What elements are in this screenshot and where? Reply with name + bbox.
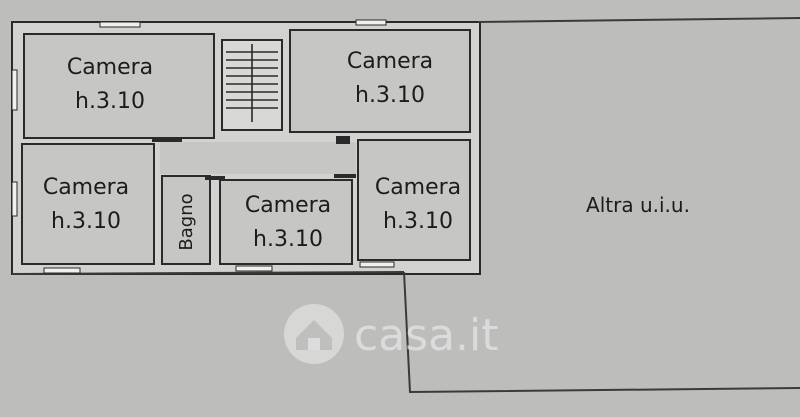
- room-name: Camera: [43, 175, 129, 200]
- room-camera-center: [219, 179, 353, 265]
- window-mark: [43, 267, 81, 274]
- wall-stub-2: [336, 136, 350, 144]
- other-unit-label: Altra u.i.u.: [586, 193, 690, 217]
- house-logo-icon: [284, 304, 344, 364]
- stair-icon: [221, 39, 283, 131]
- window-mark: [99, 21, 141, 28]
- room-height: h.3.10: [51, 209, 121, 234]
- room-name: Camera: [375, 175, 461, 200]
- hallway: [160, 142, 356, 174]
- watermark-text: casa.it: [354, 310, 499, 361]
- window-mark: [359, 261, 395, 268]
- room-height: h.3.10: [355, 83, 425, 108]
- room-bagno: [161, 175, 211, 265]
- room-height: h.3.10: [383, 209, 453, 234]
- room-height: h.3.10: [75, 89, 145, 114]
- other-unit-outline-bottom: [403, 271, 800, 394]
- other-unit-outline: [477, 17, 800, 23]
- lot-boundary-left: [11, 271, 405, 275]
- room-camera-mid-left: [21, 143, 155, 265]
- window-mark: [235, 265, 273, 272]
- wall-stub-1: [152, 138, 182, 142]
- watermark: casa.it: [284, 304, 499, 364]
- wall-stub-4: [334, 174, 356, 178]
- room-camera-mid-right: [357, 139, 471, 261]
- room-camera-top-right: [289, 29, 471, 133]
- window-mark: [355, 19, 387, 26]
- room-name: Camera: [67, 55, 153, 80]
- room-name: Camera: [245, 193, 331, 218]
- room-height: h.3.10: [253, 227, 323, 252]
- room-name: Camera: [347, 49, 433, 74]
- window-mark: [11, 69, 18, 111]
- room-camera-top-left: [23, 33, 215, 139]
- window-mark: [11, 181, 18, 217]
- wall-stub-3: [205, 176, 225, 180]
- bathroom-label: Bagno: [176, 193, 197, 250]
